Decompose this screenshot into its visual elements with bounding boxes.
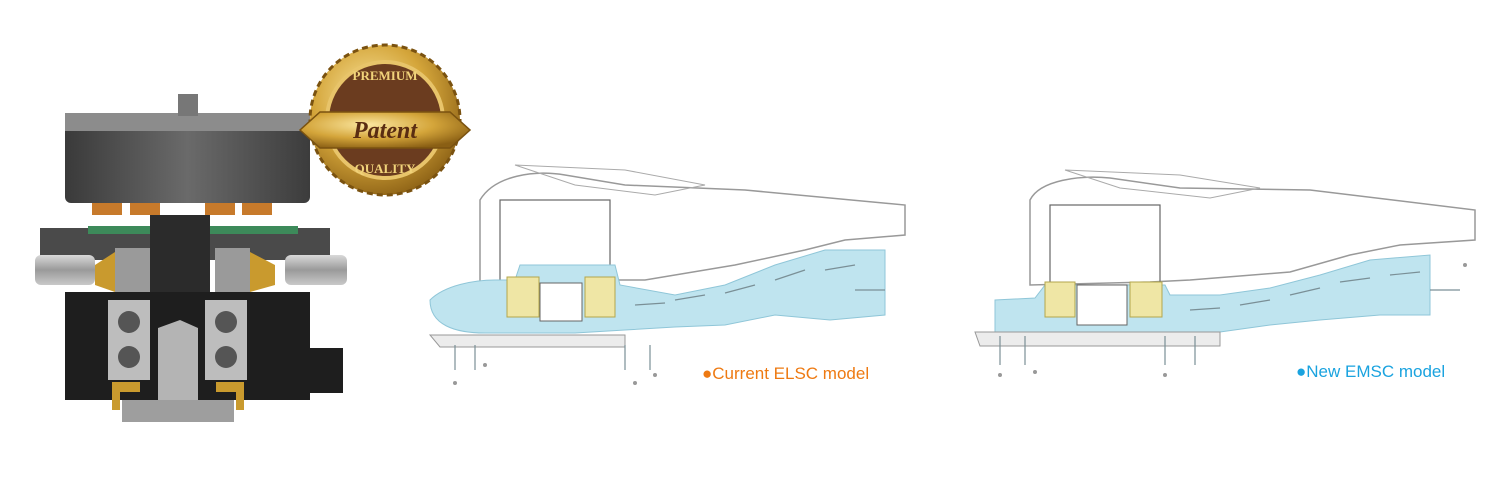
stator-coils — [92, 203, 272, 215]
bearing-right — [584, 276, 616, 318]
badge-top-text: PREMIUM — [353, 68, 418, 83]
badge-bottom-text: QUALITY — [355, 161, 416, 176]
motor-cutaway-illustration: PREMIUM Patent QUALITY — [35, 43, 472, 422]
current-elsc-caption: ●Current ELSC model — [702, 364, 870, 383]
water-flow-region — [429, 249, 886, 334]
premium-patent-badge: PREMIUM Patent QUALITY — [298, 43, 472, 197]
rotor-cap — [65, 113, 310, 203]
flow-arrows — [454, 264, 885, 370]
bearing-right — [1129, 281, 1163, 318]
bearing-left — [506, 276, 540, 318]
new-emsc-cross-section — [974, 169, 1476, 377]
bearings — [108, 300, 247, 380]
new-emsc-caption: ●New EMSC model — [1296, 362, 1446, 381]
bearing-left — [1044, 281, 1076, 318]
badge-middle-text: Patent — [352, 118, 418, 144]
flow-arrows — [999, 271, 1460, 365]
right-ring — [285, 255, 347, 285]
current-elsc-cross-section — [428, 164, 906, 385]
left-ring — [35, 255, 95, 285]
